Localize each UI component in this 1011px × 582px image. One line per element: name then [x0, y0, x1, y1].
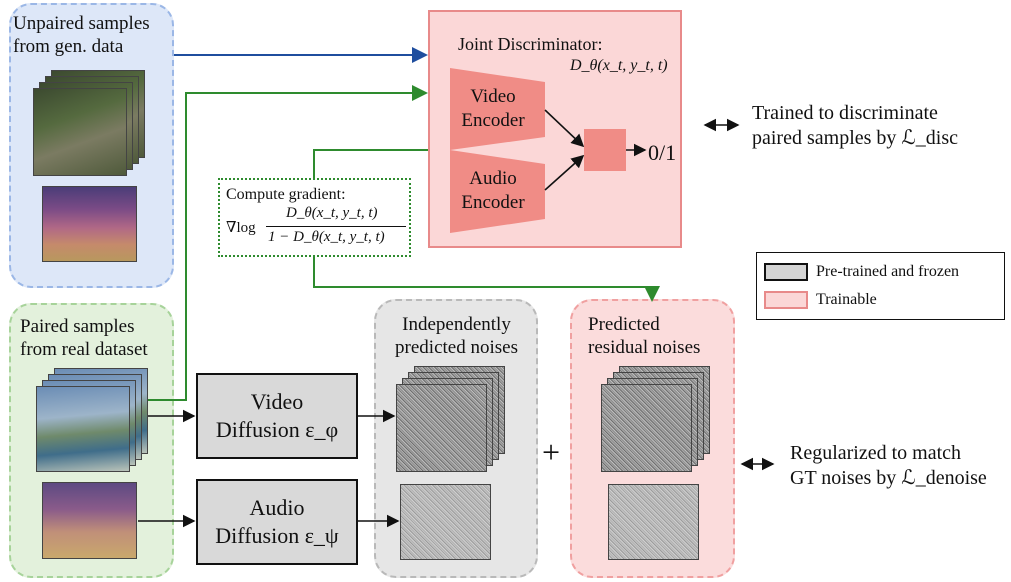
- residual-audio-noise: [608, 484, 699, 560]
- plus-sign: +: [542, 434, 561, 470]
- real-to-discriminator-arrow: [148, 85, 428, 401]
- legend-label-frozen: Pre-trained and frozen: [816, 263, 960, 280]
- gen-audio-spectrogram: [42, 186, 137, 262]
- discriminator-formula: D_θ(x_t, y_t, t): [570, 57, 668, 74]
- gradient-box: [218, 178, 411, 257]
- gradient-title: Compute gradient:: [226, 186, 346, 203]
- audio-encoder-to-fusion: [544, 154, 585, 191]
- legend-swatch-frozen: [764, 263, 808, 281]
- gradient-to-residual-arrow: [313, 257, 660, 302]
- legend-label-trainable: Trainable: [816, 291, 877, 308]
- legend-swatch-trainable: [764, 291, 808, 309]
- discriminator-to-gradient-line: [313, 149, 428, 178]
- video-encoder-shape: [450, 68, 545, 150]
- gradient-denominator: 1 − D_θ(x_t, y_t, t): [268, 229, 385, 245]
- independent-audio-noise: [400, 484, 491, 560]
- gradient-fraction-bar: [266, 226, 406, 227]
- gradient-numerator: D_θ(x_t, y_t, t): [286, 205, 378, 221]
- gradient-formula: ∇log D_θ(x_t, y_t, t) 1 − D_θ(x_t, y_t, …: [226, 205, 408, 253]
- video-encoder-to-fusion: [544, 109, 585, 148]
- gen-video-frame-front: [33, 88, 127, 176]
- real-video-frame-front: [36, 386, 130, 472]
- independent-video-noise-front: [396, 384, 487, 472]
- gradient-prefix: ∇log: [226, 220, 256, 236]
- residual-video-noise-front: [601, 384, 692, 472]
- discriminator-output: 0/1: [648, 140, 677, 165]
- discriminator-title: Joint Discriminator:: [458, 34, 603, 54]
- audio-encoder-shape: [450, 150, 545, 233]
- real-audio-spectrogram: [42, 482, 137, 559]
- fusion-block: [584, 129, 626, 171]
